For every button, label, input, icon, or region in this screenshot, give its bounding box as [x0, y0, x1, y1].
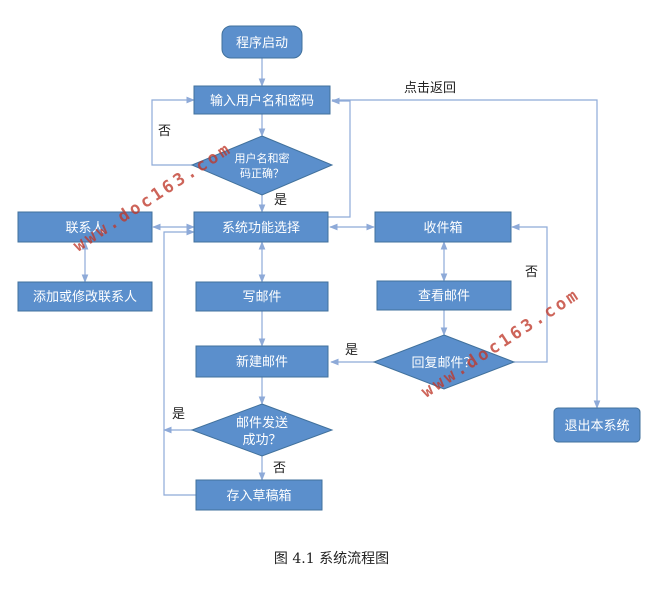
label-send-no: 否 [273, 461, 286, 476]
node-start-label: 程序启动 [236, 36, 288, 51]
node-contacts: 联系人 [17, 211, 153, 243]
node-inbox: 收件箱 [374, 211, 512, 243]
node-exit-label: 退出本系统 [564, 419, 629, 434]
connectors [81, 58, 601, 496]
node-edit-contacts: 添加或修改联系人 [17, 281, 153, 312]
edge-menu-login [328, 97, 351, 218]
node-write: 写邮件 [195, 281, 329, 312]
node-contacts-label: 联系人 [65, 221, 104, 236]
node-new-mail: 新建邮件 [195, 345, 329, 378]
node-reply-check: 回复邮件？ [372, 334, 516, 390]
label-send-yes: 是 [172, 407, 185, 422]
node-send-label-1: 邮件发送 [236, 415, 288, 431]
node-send-check: 邮件发送 成功？ [190, 403, 334, 457]
node-inbox-label: 收件箱 [423, 220, 462, 236]
node-start: 程序启动 [221, 25, 303, 59]
node-login-label: 输入用户名和密码 [210, 93, 314, 109]
node-new-mail-label: 新建邮件 [236, 354, 288, 370]
node-exit: 退出本系统 [553, 407, 641, 443]
node-reply-label: 回复邮件？ [411, 356, 476, 371]
label-login-yes: 是 [274, 193, 287, 208]
node-check-label-1: 用户名和密 [235, 151, 290, 165]
node-edit-contacts-label: 添加或修改联系人 [33, 290, 137, 305]
edge-login-exit [332, 99, 601, 409]
node-view: 查看邮件 [376, 280, 512, 311]
label-reply-no: 否 [525, 265, 538, 280]
edge-check-no [151, 96, 195, 166]
figure-caption: 图 4.1 系统流程图 [273, 551, 390, 567]
node-send-label-2: 成功？ [242, 433, 281, 448]
node-drafts: 存入草稿箱 [195, 479, 323, 511]
edge-reply-no [511, 223, 548, 363]
node-check-credentials: 用户名和密 码正确？ [190, 135, 334, 196]
node-menu-label: 系统功能选择 [222, 221, 300, 236]
label-return: 点击返回 [404, 81, 456, 96]
node-login: 输入用户名和密码 [193, 85, 331, 115]
label-login-no: 否 [158, 124, 171, 139]
edge-drafts-menu [163, 228, 196, 496]
node-check-label-2: 码正确？ [240, 167, 284, 180]
node-menu: 系统功能选择 [193, 211, 329, 243]
node-drafts-label: 存入草稿箱 [226, 488, 291, 504]
node-view-label: 查看邮件 [418, 288, 470, 304]
node-write-label: 写邮件 [242, 290, 281, 305]
label-reply-yes: 是 [345, 343, 358, 358]
